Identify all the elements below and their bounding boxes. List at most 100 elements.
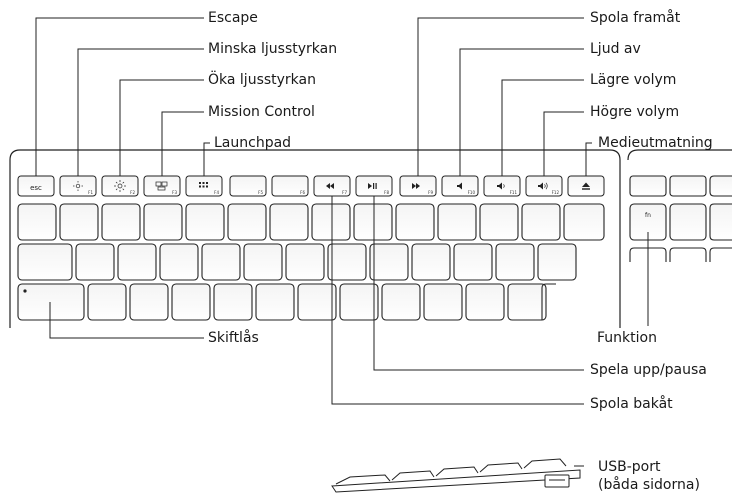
- volume-up-icon: [538, 182, 548, 190]
- key[interactable]: [339, 283, 379, 321]
- f2-label: F2: [130, 190, 135, 195]
- eject-icon: [582, 182, 590, 190]
- key[interactable]: [353, 203, 393, 241]
- key[interactable]: [87, 283, 127, 321]
- key[interactable]: [297, 283, 337, 321]
- caps-lock-key[interactable]: [17, 283, 85, 321]
- key[interactable]: [101, 203, 141, 241]
- media-eject-label: Medieutmatning: [598, 135, 713, 151]
- key[interactable]: [143, 203, 183, 241]
- volume-up-label: Högre volym: [590, 104, 680, 120]
- play-pause-icon: [368, 183, 377, 189]
- fast-forward-label: Spola framåt: [590, 10, 681, 26]
- key[interactable]: [311, 203, 351, 241]
- keyboard-side-view: [331, 458, 581, 493]
- mission-control-label: Mission Control: [208, 104, 315, 120]
- tab-key[interactable]: [17, 243, 73, 281]
- volume-down-label: Lägre volym: [590, 72, 677, 88]
- f4-label: F4: [214, 190, 219, 195]
- mute-label: Ljud av: [590, 41, 641, 57]
- key[interactable]: [117, 243, 157, 281]
- key-edge: [709, 175, 732, 197]
- usb-port-icon: [544, 474, 570, 488]
- brightness-down-label: Minska ljusstyrkan: [208, 41, 338, 57]
- f5-label: F5: [258, 190, 263, 195]
- key[interactable]: [75, 243, 115, 281]
- key[interactable]: [171, 283, 211, 321]
- f3-label: F3: [172, 190, 177, 195]
- key[interactable]: [495, 243, 535, 281]
- rewind-icon: [326, 183, 334, 189]
- key[interactable]: [395, 203, 435, 241]
- key[interactable]: [521, 203, 561, 241]
- brightness-up-label: Öka ljusstyrkan: [208, 72, 316, 88]
- numpad-body-outline: [627, 149, 732, 161]
- key[interactable]: [201, 243, 241, 281]
- callout-lines: [35, 17, 649, 467]
- key[interactable]: [629, 175, 667, 197]
- fast-forward-icon: [412, 183, 420, 189]
- key[interactable]: [479, 203, 519, 241]
- key[interactable]: [185, 203, 225, 241]
- key[interactable]: [243, 243, 283, 281]
- f6-key[interactable]: [271, 175, 309, 197]
- key[interactable]: [465, 283, 505, 321]
- number-key-row: [17, 203, 605, 241]
- f5-key[interactable]: [229, 175, 267, 197]
- key[interactable]: [227, 203, 267, 241]
- f11-label: F11: [510, 190, 518, 195]
- key[interactable]: [507, 283, 547, 321]
- play-pause-label: Spela upp/pausa: [590, 362, 707, 378]
- f6-label: F6: [300, 190, 305, 195]
- f1-label: F1: [88, 190, 93, 195]
- key[interactable]: [255, 283, 295, 321]
- mute-icon: [457, 182, 462, 190]
- brightness-down-icon: [73, 181, 83, 191]
- function-key-row: esc F1 F2 F3 F4 F5 F6: [17, 175, 605, 197]
- key[interactable]: [453, 243, 493, 281]
- key[interactable]: [411, 243, 451, 281]
- f9-label: F9: [428, 190, 433, 195]
- usb-port-sides-label: (båda sidorna): [598, 477, 700, 493]
- key[interactable]: [159, 243, 199, 281]
- brightness-up-icon: [114, 180, 126, 192]
- f12-label: F12: [552, 190, 560, 195]
- key[interactable]: [285, 243, 325, 281]
- escape-label: Escape: [208, 10, 258, 26]
- f10-label: F10: [468, 190, 476, 195]
- esc-keycap-label: esc: [30, 184, 42, 192]
- qwerty-key-row: [17, 243, 577, 281]
- caps-lock-label: Skiftlås: [208, 330, 259, 346]
- key[interactable]: [327, 243, 367, 281]
- navigation-key-block: [629, 175, 732, 241]
- key[interactable]: [129, 283, 169, 321]
- key[interactable]: [669, 175, 707, 197]
- key[interactable]: [537, 243, 577, 281]
- navigation-key-stubs: [629, 247, 732, 262]
- launchpad-icon: [199, 182, 208, 188]
- keyboard-body-outline: [9, 149, 621, 328]
- key[interactable]: [213, 283, 253, 321]
- key[interactable]: [381, 283, 421, 321]
- key[interactable]: [369, 243, 409, 281]
- key[interactable]: [563, 203, 605, 241]
- launchpad-label: Launchpad: [214, 135, 292, 151]
- rewind-label: Spola bakåt: [590, 396, 673, 412]
- f8-label: F8: [384, 190, 389, 195]
- function-label: Funktion: [597, 330, 657, 346]
- partial-key-edge: [541, 283, 556, 320]
- key[interactable]: [437, 203, 477, 241]
- key[interactable]: [269, 203, 309, 241]
- key[interactable]: [423, 283, 463, 321]
- fn-keycap-label: fn: [645, 212, 651, 219]
- caps-lock-indicator: [23, 289, 27, 293]
- key-edge: [709, 203, 732, 241]
- key[interactable]: [59, 203, 99, 241]
- f7-label: F7: [342, 190, 347, 195]
- volume-down-icon: [497, 182, 505, 190]
- home-key-row: [17, 283, 547, 321]
- key[interactable]: [669, 203, 707, 241]
- key[interactable]: [17, 203, 57, 241]
